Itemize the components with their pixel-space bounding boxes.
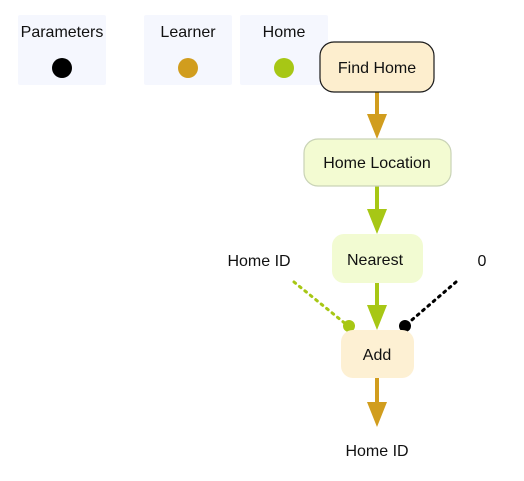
port-home-icon	[343, 320, 355, 332]
legend-dot-icon	[274, 58, 294, 78]
output-label-home-id: Home ID	[345, 443, 408, 460]
port-parameters-icon	[399, 320, 411, 332]
edge-home-id-input	[292, 280, 349, 327]
edge-zero-input	[404, 280, 458, 327]
arrowhead-home-icon	[367, 305, 387, 330]
input-label-home-id: Home ID	[227, 253, 290, 270]
node-label: Nearest	[347, 252, 404, 269]
node-nearest[interactable]: Nearest	[332, 234, 423, 283]
node-find-home[interactable]: Find Home	[319, 41, 435, 93]
arrowhead-home-icon	[367, 209, 387, 234]
input-label-zero: 0	[478, 253, 487, 270]
node-add[interactable]: Add	[341, 330, 414, 378]
arrowhead-learner-icon	[367, 402, 387, 427]
legend-dot-icon	[52, 58, 72, 78]
legend-learner: Learner	[144, 15, 232, 85]
legend-label: Home	[262, 24, 306, 41]
legend-dot-icon	[178, 58, 198, 78]
node-label: Find Home	[338, 60, 416, 77]
legend-parameters: Parameters	[18, 15, 106, 85]
arrowhead-learner-icon	[367, 114, 387, 139]
node-label: Home Location	[323, 155, 431, 172]
legend-label: Learner	[160, 24, 216, 41]
node-home-location[interactable]: Home Location	[303, 138, 452, 187]
legend-home: Home	[240, 15, 328, 85]
node-label: Add	[363, 347, 391, 364]
legend-label: Parameters	[20, 24, 104, 41]
